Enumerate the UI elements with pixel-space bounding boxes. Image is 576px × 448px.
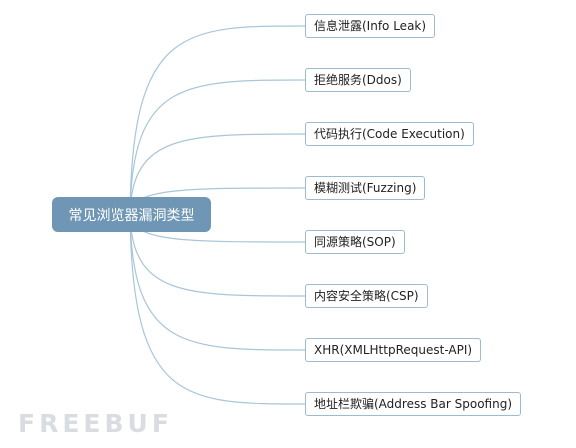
root-node-label: 常见浏览器漏洞类型 [68, 207, 195, 224]
watermark-text: FREEBUF [18, 409, 173, 438]
branch-label: 内容安全策略(CSP) [314, 289, 419, 303]
branch-label: 同源策略(SOP) [314, 235, 396, 249]
branch-node-ddos[interactable]: 拒绝服务(Ddos) [305, 68, 411, 92]
root-node[interactable]: 常见浏览器漏洞类型 [52, 197, 211, 232]
branch-node-fuzzing[interactable]: 模糊测试(Fuzzing) [305, 176, 426, 200]
branch-label: 模糊测试(Fuzzing) [314, 181, 417, 195]
branch-connector [129, 79, 306, 215]
branch-node-csp[interactable]: 内容安全策略(CSP) [305, 284, 428, 308]
branch-node-address-bar-spoofing[interactable]: 地址栏欺骗(Address Bar Spoofing) [305, 392, 522, 416]
branch-label: 拒绝服务(Ddos) [314, 73, 402, 87]
branch-node-code-execution[interactable]: 代码执行(Code Execution) [305, 122, 474, 146]
branch-label: 信息泄露(Info Leak) [314, 19, 427, 33]
branch-connector [129, 213, 306, 351]
branch-node-xhr[interactable]: XHR(XMLHttpRequest-API) [305, 338, 482, 362]
freebuf-watermark: FREEBUF [18, 409, 173, 438]
branch-label: XHR(XMLHttpRequest-API) [314, 343, 473, 357]
branch-connector [129, 213, 306, 297]
branch-connector [129, 25, 306, 215]
branch-connector [129, 133, 306, 215]
branch-node-info-leak[interactable]: 信息泄露(Info Leak) [305, 14, 436, 38]
branch-node-sop[interactable]: 同源策略(SOP) [305, 230, 405, 254]
branch-connector [129, 213, 306, 405]
branch-label: 代码执行(Code Execution) [314, 127, 465, 141]
branch-label: 地址栏欺骗(Address Bar Spoofing) [314, 397, 513, 411]
